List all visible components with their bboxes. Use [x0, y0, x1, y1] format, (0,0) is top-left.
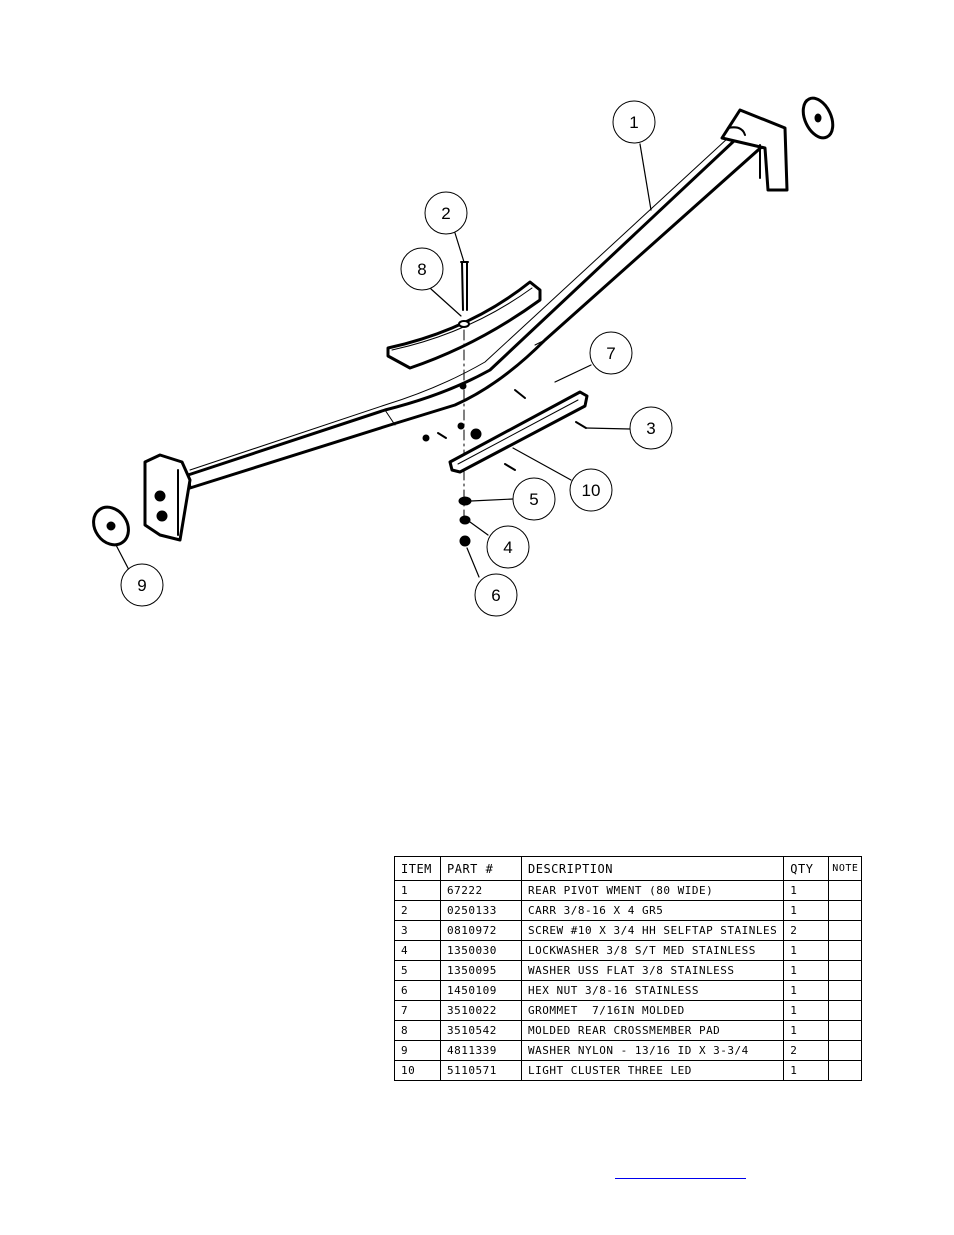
cell-note	[828, 900, 863, 921]
cell-note	[828, 940, 863, 961]
cell-item: 3	[394, 920, 441, 941]
svg-text:6: 6	[491, 586, 500, 605]
cell-qty: 1	[783, 1060, 830, 1081]
cell-description: WASHER NYLON - 13/16 ID X 3-3/4	[520, 1040, 785, 1061]
cell-item: 7	[394, 1000, 441, 1021]
flat-washer	[458, 496, 472, 506]
table-header-row: ITEM PART # DESCRIPTION QTY NOTE	[394, 856, 863, 881]
balloon-7: 7	[589, 331, 633, 375]
cell-item: 2	[394, 900, 441, 921]
balloon-3: 3	[629, 406, 673, 450]
cell-qty: 1	[783, 880, 830, 901]
balloon-8: 8	[400, 247, 444, 291]
cell-item: 8	[394, 1020, 441, 1041]
col-header-item: ITEM	[394, 856, 441, 881]
cell-qty: 2	[783, 920, 830, 941]
hex-nut	[459, 535, 471, 547]
svg-text:4: 4	[503, 538, 512, 557]
svg-text:9: 9	[137, 576, 146, 595]
cell-description: WASHER USS FLAT 3/8 STAINLESS	[520, 960, 785, 981]
cell-part: 0250133	[440, 900, 522, 921]
cell-item: 5	[394, 960, 441, 981]
cell-note	[828, 1020, 863, 1041]
light-cluster	[448, 390, 589, 474]
balloon-4: 4	[486, 525, 530, 569]
cell-note	[828, 1040, 863, 1061]
svg-text:1: 1	[629, 113, 638, 132]
cell-description: LOCKWASHER 3/8 S/T MED STAINLESS	[520, 940, 785, 961]
nylon-washer-right	[801, 96, 835, 140]
cell-note	[828, 1060, 863, 1081]
balloon-9: 9	[120, 563, 164, 607]
cell-note	[828, 880, 863, 901]
nylon-washer-left	[92, 505, 130, 547]
cell-qty: 1	[783, 940, 830, 961]
cell-part: 4811339	[440, 1040, 522, 1061]
cell-part: 67222	[440, 880, 522, 901]
svg-text:2: 2	[441, 204, 450, 223]
svg-text:8: 8	[417, 260, 426, 279]
balloon-1: 1	[612, 100, 656, 144]
cell-description: GROMMET 7/16IN MOLDED	[520, 1000, 785, 1021]
cell-note	[828, 1000, 863, 1021]
cell-description: SCREW #10 X 3/4 HH SELFTAP STAINLES	[520, 920, 785, 941]
svg-text:7: 7	[606, 344, 615, 363]
cell-part: 5110571	[440, 1060, 522, 1081]
col-header-qty: QTY	[783, 856, 830, 881]
cell-description: MOLDED REAR CROSSMEMBER PAD	[520, 1020, 785, 1041]
cell-part: 3510542	[440, 1020, 522, 1041]
svg-text:5: 5	[529, 490, 538, 509]
lockwasher	[459, 515, 471, 525]
cell-qty: 1	[783, 1020, 830, 1041]
cell-qty: 2	[783, 1040, 830, 1061]
cell-description: LIGHT CLUSTER THREE LED	[520, 1060, 785, 1081]
cell-qty: 1	[783, 1000, 830, 1021]
balloon-10: 10	[569, 468, 613, 512]
cell-part: 0810972	[440, 920, 522, 941]
cell-qty: 1	[783, 960, 830, 981]
col-header-description: DESCRIPTION	[520, 856, 785, 881]
col-header-note: NOTE	[828, 856, 863, 881]
cell-part: 1350095	[440, 960, 522, 981]
col-header-part: PART #	[440, 856, 522, 881]
svg-text:10: 10	[582, 481, 601, 500]
cell-qty: 1	[783, 980, 830, 1001]
cell-part: 1450109	[440, 980, 522, 1001]
balloon-2: 2	[424, 191, 468, 235]
cell-qty: 1	[783, 900, 830, 921]
cell-item: 9	[394, 1040, 441, 1061]
cell-item: 1	[394, 880, 441, 901]
cell-description: CARR 3/8-16 X 4 GR5	[520, 900, 785, 921]
svg-text:3: 3	[646, 419, 655, 438]
cell-description: HEX NUT 3/8-16 STAINLESS	[520, 980, 785, 1001]
cell-item: 4	[394, 940, 441, 961]
cell-note	[828, 980, 863, 1001]
cell-note	[828, 920, 863, 941]
cell-item: 6	[394, 980, 441, 1001]
balloon-6: 6	[474, 573, 518, 617]
footer-link[interactable]	[615, 1166, 746, 1179]
balloon-5: 5	[512, 477, 556, 521]
cell-description: REAR PIVOT WMENT (80 WIDE)	[520, 880, 785, 901]
leader-lines	[115, 143, 652, 578]
cell-part: 1350030	[440, 940, 522, 961]
cell-item: 10	[394, 1060, 441, 1081]
crossmember-weldment	[143, 108, 789, 542]
cell-part: 3510022	[440, 1000, 522, 1021]
exploded-view-drawing: 1 2 3 4 5 6 7 8 9 10	[92, 96, 835, 617]
cell-note	[828, 960, 863, 981]
